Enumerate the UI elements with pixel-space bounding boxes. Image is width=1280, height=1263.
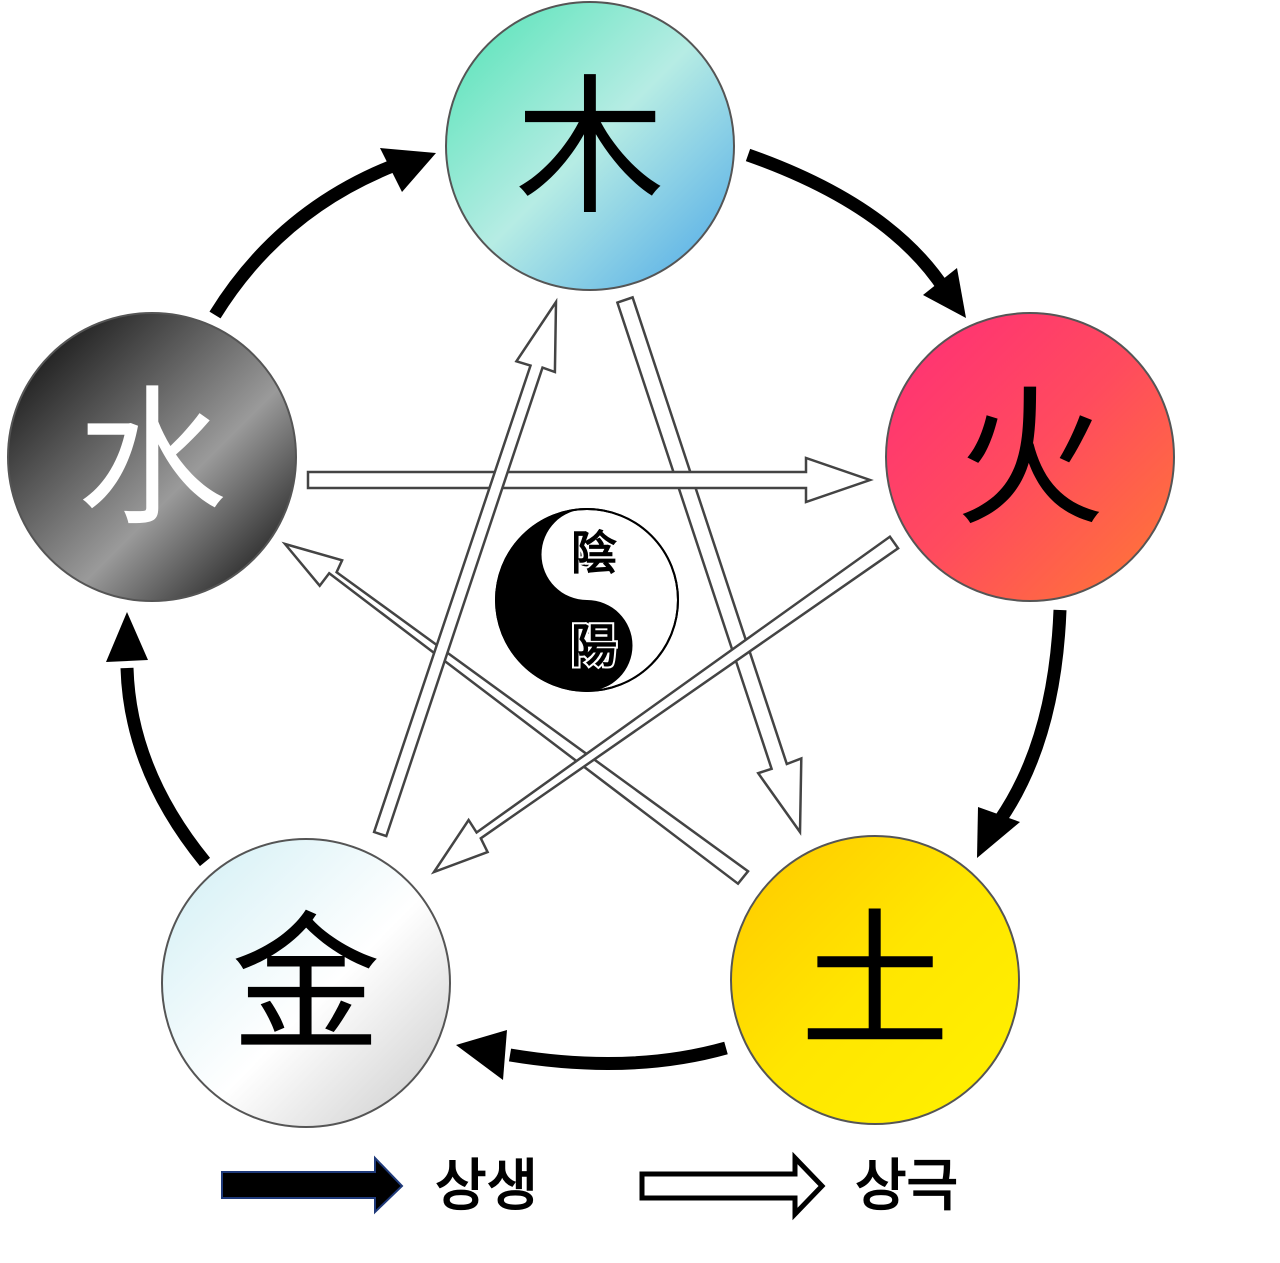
generating-arrowhead-earth-to-metal bbox=[456, 1030, 507, 1080]
element-wood: 木 bbox=[445, 1, 735, 291]
yin-label: 陰 bbox=[571, 526, 618, 580]
legend-overcoming-arrow bbox=[639, 1151, 826, 1221]
overcoming-cycle bbox=[281, 295, 900, 886]
generating-arrow-wood-to-fire bbox=[745, 148, 951, 294]
generating-arrowhead-water-to-wood bbox=[380, 148, 436, 192]
overcoming-arrow-fire-to-metal bbox=[430, 534, 900, 875]
overcoming-arrow-water-to-fire bbox=[306, 456, 874, 504]
overcoming-arrow-earth-to-water bbox=[281, 541, 750, 886]
generating-arrowhead-metal-to-water bbox=[106, 612, 148, 662]
element-fire: 火 bbox=[885, 312, 1175, 602]
element-earth: 土 bbox=[730, 835, 1020, 1125]
generating-arrow-metal-to-water bbox=[120, 667, 211, 867]
element-metal: 金 bbox=[161, 838, 451, 1128]
generating-arrowhead-fire-to-earth bbox=[977, 807, 1020, 858]
overcoming-arrow-metal-to-wood bbox=[372, 297, 558, 838]
generating-cycle bbox=[106, 148, 1067, 1080]
fire-character: 火 bbox=[955, 373, 1105, 547]
legend-overcoming-label: 상극 bbox=[855, 1154, 958, 1219]
element-water: 水 bbox=[7, 312, 297, 602]
legend-generating-arrow bbox=[221, 1155, 404, 1215]
overcoming-arrow-wood-to-earth bbox=[615, 295, 803, 836]
wood-character: 木 bbox=[515, 62, 665, 236]
legend: 상생 상극 bbox=[221, 1151, 958, 1221]
yang-label: 陽 bbox=[571, 619, 617, 673]
generating-arrow-fire-to-earth bbox=[994, 609, 1067, 824]
generating-arrow-water-to-wood bbox=[209, 158, 398, 319]
legend-generating-label: 상생 bbox=[435, 1154, 538, 1219]
metal-character: 金 bbox=[231, 899, 381, 1073]
yin-yang-symbol: 陰 陽 bbox=[495, 508, 679, 692]
water-character: 水 bbox=[77, 373, 227, 547]
earth-character: 土 bbox=[800, 896, 950, 1070]
generating-arrowhead-wood-to-fire bbox=[923, 268, 966, 318]
generating-arrow-earth-to-metal bbox=[508, 1041, 728, 1070]
